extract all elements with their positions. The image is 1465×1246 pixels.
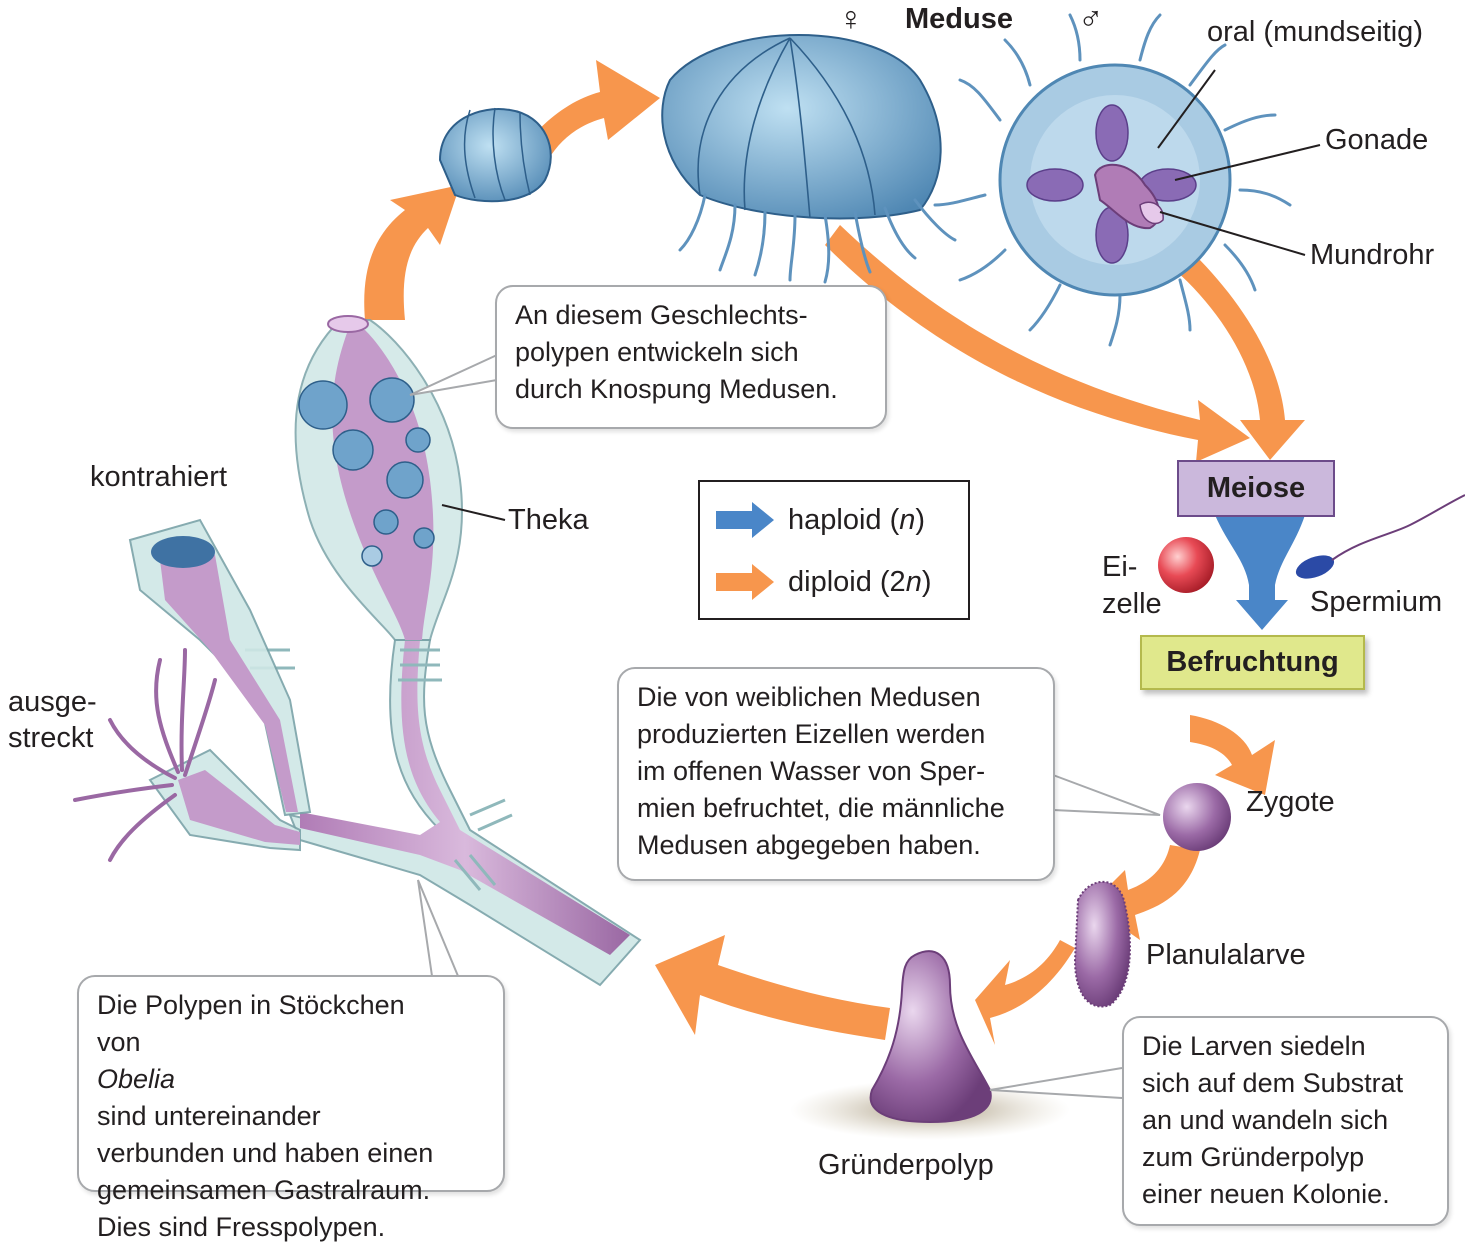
medusa-title: Meduse: [905, 3, 1013, 35]
label-kontrahiert: kontrahiert: [90, 461, 228, 493]
arrow-polyp-to-bud: [364, 185, 460, 320]
label-eizelle-1: Ei-: [1102, 551, 1138, 583]
callout-polypen: Die Polypen in Stöckchen von Obelia sind…: [77, 975, 505, 1242]
callout-geschlechtspolyp: An diesem Geschlechts- polypen entwickel…: [495, 285, 887, 429]
callout-line: von Obelia sind untereinander: [97, 1027, 321, 1131]
label-oral: oral (mundseitig): [1207, 16, 1423, 48]
legend-haploid: haploid (n): [716, 500, 925, 540]
callout-line: Die von weiblichen Medusen: [637, 682, 981, 712]
legend-diploid-label: diploid (2n): [788, 565, 932, 598]
callout-line: durch Knospung Medusen.: [515, 374, 838, 404]
female-medusa: [661, 34, 957, 284]
leader-lines: [441, 69, 1321, 521]
label-mundrohr: Mundrohr: [1310, 239, 1435, 271]
callout-line: zum Gründerpolyp: [1142, 1142, 1365, 1172]
callout-line: Medusen abgegeben haben.: [637, 830, 981, 860]
callout-line: Die Larven siedeln: [1142, 1031, 1366, 1061]
callout-line: einer neuen Kolonie.: [1142, 1179, 1390, 1209]
founder-polyp: [869, 950, 992, 1124]
callout-befruchtet: Die von weiblichen Medusen produzierten …: [617, 667, 1055, 881]
legend: haploid (n) diploid (2n): [698, 480, 970, 620]
callout-line: an und wandeln sich: [1142, 1105, 1389, 1135]
arrow-male-to-meiose: [1175, 255, 1305, 460]
arrow-planula-to-founder: [975, 940, 1075, 1045]
callout-line: produzierten Eizellen werden: [637, 719, 986, 749]
arrow-female-to-meiose: [825, 225, 1250, 462]
planula-larva: [1073, 880, 1131, 1008]
arrow-founder-to-colony: [655, 935, 890, 1040]
callout-larven: Die Larven siedeln sich auf dem Substrat…: [1122, 1016, 1449, 1226]
legend-diploid-arrow-icon: [716, 564, 774, 600]
legend-diploid: diploid (2n): [716, 562, 932, 602]
label-eizelle-2: zelle: [1102, 588, 1162, 620]
label-gruenderpolyp: Gründerpolyp: [818, 1149, 994, 1181]
callout-line: mien befruchtet, die männliche: [637, 793, 1005, 823]
label-theka: Theka: [508, 504, 589, 536]
legend-haploid-arrow-icon: [716, 502, 774, 538]
label-spermium: Spermium: [1310, 586, 1443, 618]
male-symbol: ♂: [1078, 0, 1104, 38]
callout-line: sich auf dem Substrat: [1142, 1068, 1404, 1098]
polyp-colony: [73, 315, 642, 987]
label-gonade: Gonade: [1325, 124, 1429, 156]
label-ausgestreckt-1: ausge-: [8, 686, 97, 718]
haploid-arrow: [1215, 515, 1305, 630]
arrow-bud-to-medusa: [520, 60, 660, 160]
legend-haploid-label: haploid (n): [788, 503, 926, 536]
callout-tails: [409, 354, 1161, 1099]
befruchtung-box: Befruchtung: [1140, 635, 1365, 690]
callout-line: verbunden und haben einen: [97, 1138, 434, 1168]
meiose-box: Meiose: [1177, 460, 1335, 517]
callout-line: Die Polypen in Stöckchen: [97, 990, 405, 1020]
sperm-cell: [1295, 494, 1465, 579]
callout-line: An diesem Geschlechts-: [515, 300, 808, 330]
young-medusa: [438, 107, 552, 203]
male-medusa: [933, 13, 1292, 347]
female-symbol: ♀: [838, 0, 864, 38]
egg-cell: [1158, 537, 1214, 593]
zygote-cell: [1163, 783, 1231, 851]
callout-line: im offenen Wasser von Sper-: [637, 756, 986, 786]
label-ausgestreckt-2: streckt: [8, 722, 94, 754]
callout-line: gemeinsamen Gastralraum.: [97, 1175, 431, 1205]
callout-line: polypen entwickeln sich: [515, 337, 799, 367]
arrow-befruchtung-to-zygote: [1190, 715, 1275, 795]
label-zygote: Zygote: [1246, 786, 1335, 818]
callout-line: Dies sind Fresspolypen.: [97, 1212, 386, 1242]
label-planulalarve: Planulalarve: [1146, 939, 1306, 971]
